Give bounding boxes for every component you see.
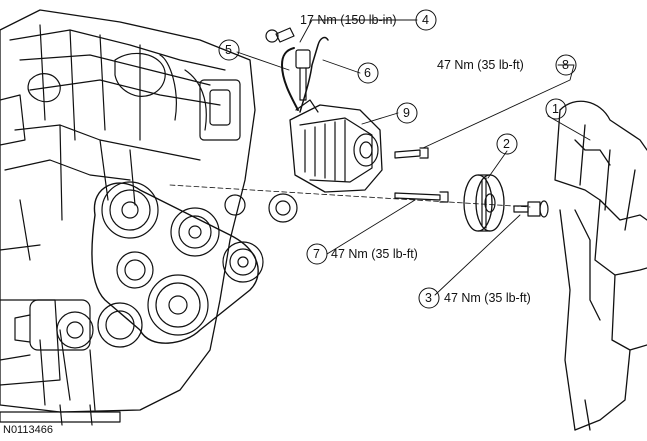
callout-7-torque: 47 Nm (35 lb-ft) (331, 247, 418, 261)
generator-bolt-upper (394, 147, 429, 159)
callout-2-number: 2 (503, 137, 510, 151)
callout-7-number: 7 (313, 247, 320, 261)
callout-3-number: 3 (425, 291, 432, 305)
callout-1-number: 1 (552, 102, 559, 116)
engine-block (0, 9, 256, 426)
ac-compressor (14, 299, 94, 351)
generator (289, 99, 383, 193)
callout-3-torque: 47 Nm (35 lb-ft) (444, 291, 531, 305)
figure-id: N0113466 (3, 424, 53, 436)
callout-8-number: 8 (562, 58, 569, 72)
drive-belt (91, 182, 259, 344)
callout-4-torque: 17 Nm (150 lb-in) (300, 13, 397, 27)
callout-circles (218, 9, 577, 309)
engine-pulleys (97, 181, 298, 348)
idler-pulley (463, 174, 505, 232)
callout-5-number: 5 (225, 43, 232, 57)
callout-9-number: 9 (403, 106, 410, 120)
idler-pulley-bolt (513, 200, 549, 218)
generator-wiring (265, 27, 329, 113)
callout-6-number: 6 (364, 66, 371, 80)
callout-4-number: 4 (422, 13, 429, 27)
drive-belt-assembly (554, 100, 647, 431)
callout-8-torque: 47 Nm (35 lb-ft) (437, 58, 524, 72)
